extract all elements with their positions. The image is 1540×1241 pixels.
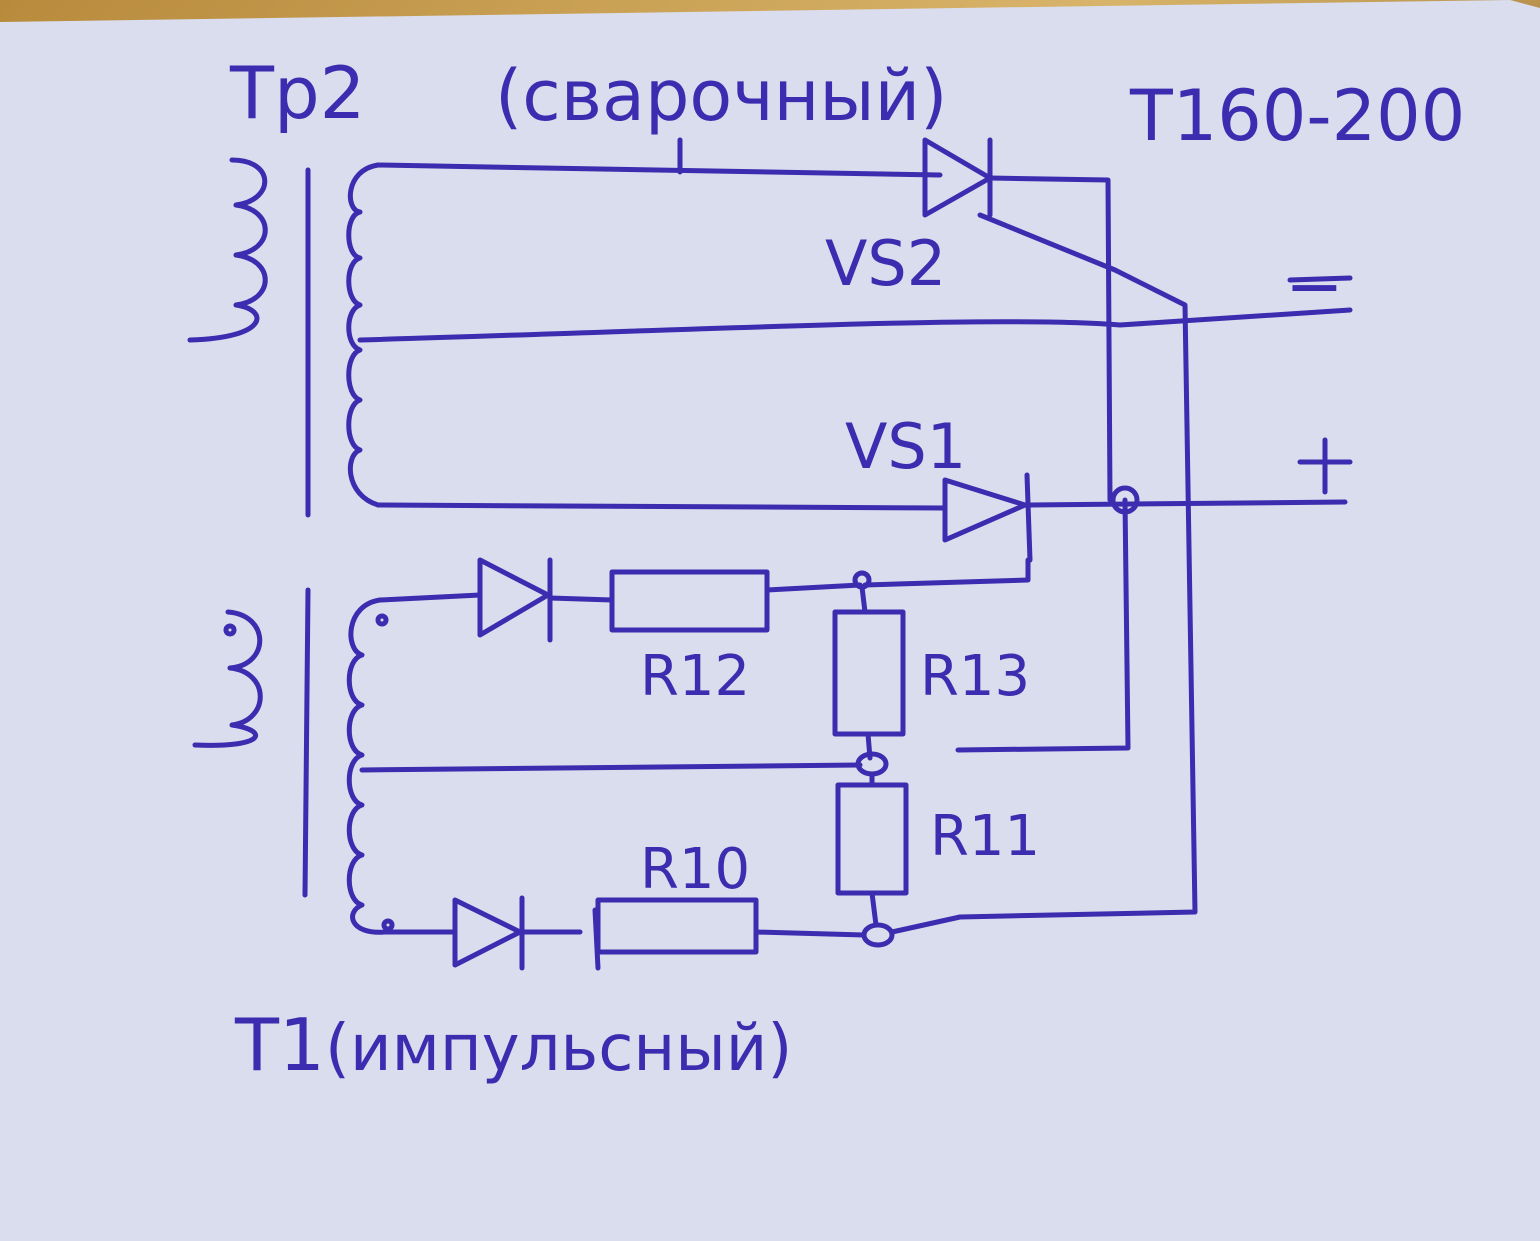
wire-r12-node bbox=[764, 582, 863, 593]
t1-secondary-winding bbox=[346, 597, 388, 935]
wire-node-r13 bbox=[859, 584, 868, 615]
wire-r11-node bbox=[869, 890, 879, 928]
wire-t1-top bbox=[377, 592, 483, 603]
label-welding: (сварочный) bbox=[495, 55, 947, 137]
wire-top bbox=[375, 162, 943, 178]
wire-center-tap bbox=[357, 307, 1353, 343]
t1-core bbox=[302, 587, 311, 898]
diode-lower bbox=[452, 895, 583, 971]
vs1-thyristor bbox=[862, 472, 1348, 588]
label-r13: R13 bbox=[920, 644, 1030, 709]
label-vs1: VS1 bbox=[845, 410, 966, 483]
wire-plus-down bbox=[955, 497, 1131, 753]
wire-t1-center bbox=[359, 762, 863, 773]
t1-primary-winding bbox=[192, 609, 263, 748]
t1-secondary-dot-top bbox=[375, 613, 389, 627]
vs2-thyristor bbox=[922, 137, 1198, 920]
tr2-secondary-winding bbox=[346, 162, 381, 508]
label-pulse: (импульсный) bbox=[325, 1012, 792, 1086]
label-tr2: Tp2 bbox=[229, 51, 366, 135]
wire-node-right bbox=[889, 914, 963, 935]
label-model: T160-200 bbox=[1129, 75, 1465, 157]
label-r11: R11 bbox=[930, 804, 1040, 869]
diode-upper bbox=[477, 557, 615, 643]
minus-terminal bbox=[1287, 275, 1353, 283]
wire-bottom bbox=[375, 502, 948, 511]
label-vs2: VS2 bbox=[825, 227, 946, 300]
t1-secondary-dot-bottom bbox=[381, 918, 395, 932]
label-t1: T1 bbox=[234, 1003, 325, 1087]
wire-r10-node bbox=[753, 929, 867, 938]
tr2-primary-winding bbox=[187, 157, 268, 343]
resistor-r12 bbox=[609, 569, 770, 633]
label-r12: R12 bbox=[640, 644, 750, 709]
label-minus: − bbox=[1285, 245, 1344, 327]
t1-primary-dot bbox=[223, 623, 237, 637]
label-r10: R10 bbox=[640, 837, 750, 902]
resistor-r10 bbox=[595, 897, 759, 955]
